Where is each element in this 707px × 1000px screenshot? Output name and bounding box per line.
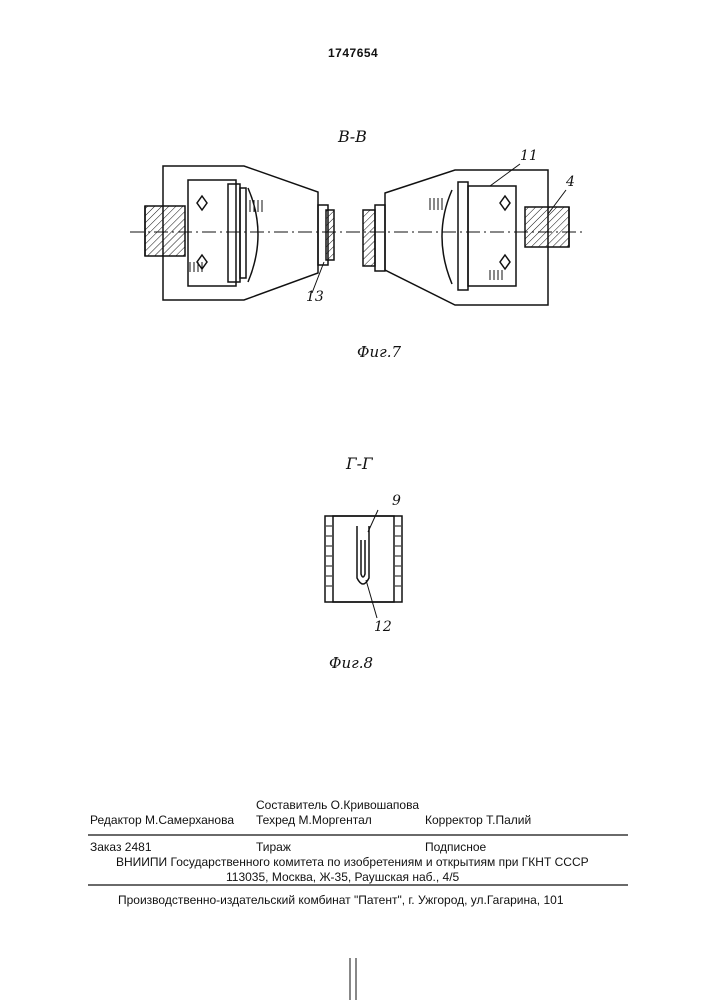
- fig7-right-housing: [363, 164, 569, 305]
- imprint-vniipi: ВНИИПИ Государственного комитета по изоб…: [116, 855, 589, 869]
- imprint-subscription: Подписное: [425, 840, 486, 854]
- imprint-corrector: Корректор Т.Палий: [425, 813, 531, 827]
- imprint-techred: Техред М.Моргентал: [256, 813, 372, 827]
- imprint-printer: Производственно-издательский комбинат "П…: [118, 893, 564, 907]
- imprint-editor: Редактор М.Самерханова: [90, 813, 234, 827]
- fig8-block: [325, 510, 402, 618]
- imprint-compiler: Составитель О.Кривошапова: [256, 798, 419, 812]
- imprint-address: 113035, Москва, Ж-35, Раушская наб., 4/5: [226, 870, 459, 884]
- imprint-order: Заказ 2481: [90, 840, 152, 854]
- imprint-circulation: Тираж: [256, 840, 291, 854]
- fig7-left-housing: [145, 166, 334, 300]
